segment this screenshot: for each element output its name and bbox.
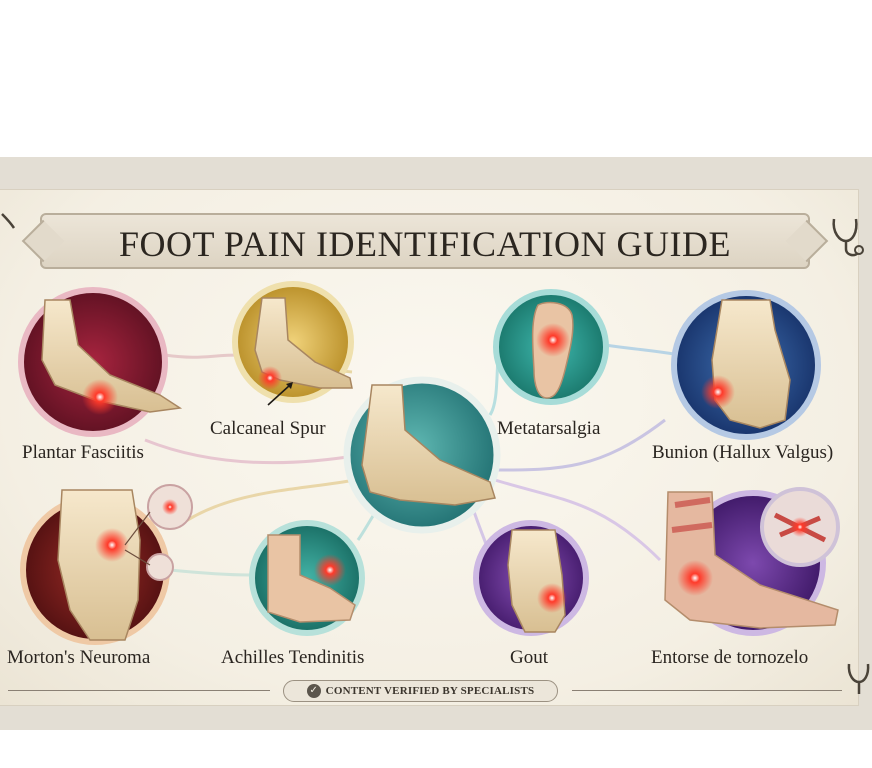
footer-divider-right (572, 690, 842, 691)
achilles-tendinitis-illustration (249, 520, 365, 636)
label-metatarsalgia: Metatarsalgia (497, 418, 601, 439)
label-plantar-fasciitis: Plantar Fasciitis (22, 442, 144, 463)
bunion-illustration (671, 290, 821, 440)
label-bunion: Bunion (Hallux Valgus) (652, 442, 834, 463)
calcaneal-spur-illustration (232, 281, 354, 406)
mortons-neuroma-illustration (20, 484, 193, 645)
gout-illustration (473, 520, 589, 636)
center-foot-illustration (343, 376, 501, 534)
page-title: FOOT PAIN IDENTIFICATION GUIDE (119, 224, 731, 264)
title-banner: FOOT PAIN IDENTIFICATION GUIDE (40, 213, 810, 269)
label-mortons-neuroma: Morton's Neuroma (7, 647, 151, 668)
connector-lines (144, 343, 681, 577)
ankle-sprain-illustration (664, 487, 840, 636)
plantar-fasciitis-illustration (18, 287, 183, 437)
check-icon: ✓ (306, 684, 321, 698)
verified-badge: ✓ CONTENT VERIFIED BY SPECIALISTS (283, 680, 558, 702)
stethoscope-icon (1, 213, 16, 229)
stethoscope-icon (832, 218, 864, 257)
label-calcaneal-spur: Calcaneal Spur (210, 418, 326, 439)
stethoscope-icon (847, 663, 870, 694)
label-achilles-tendinitis: Achilles Tendinitis (221, 647, 365, 668)
label-gout: Gout (510, 647, 548, 668)
metatarsalgia-illustration (493, 289, 609, 405)
pointer-arrow (267, 384, 291, 406)
verified-badge-text: CONTENT VERIFIED BY SPECIALISTS (325, 685, 535, 697)
label-ankle-sprain: Entorse de tornozelo (651, 647, 809, 668)
footer-divider-left (8, 690, 270, 691)
